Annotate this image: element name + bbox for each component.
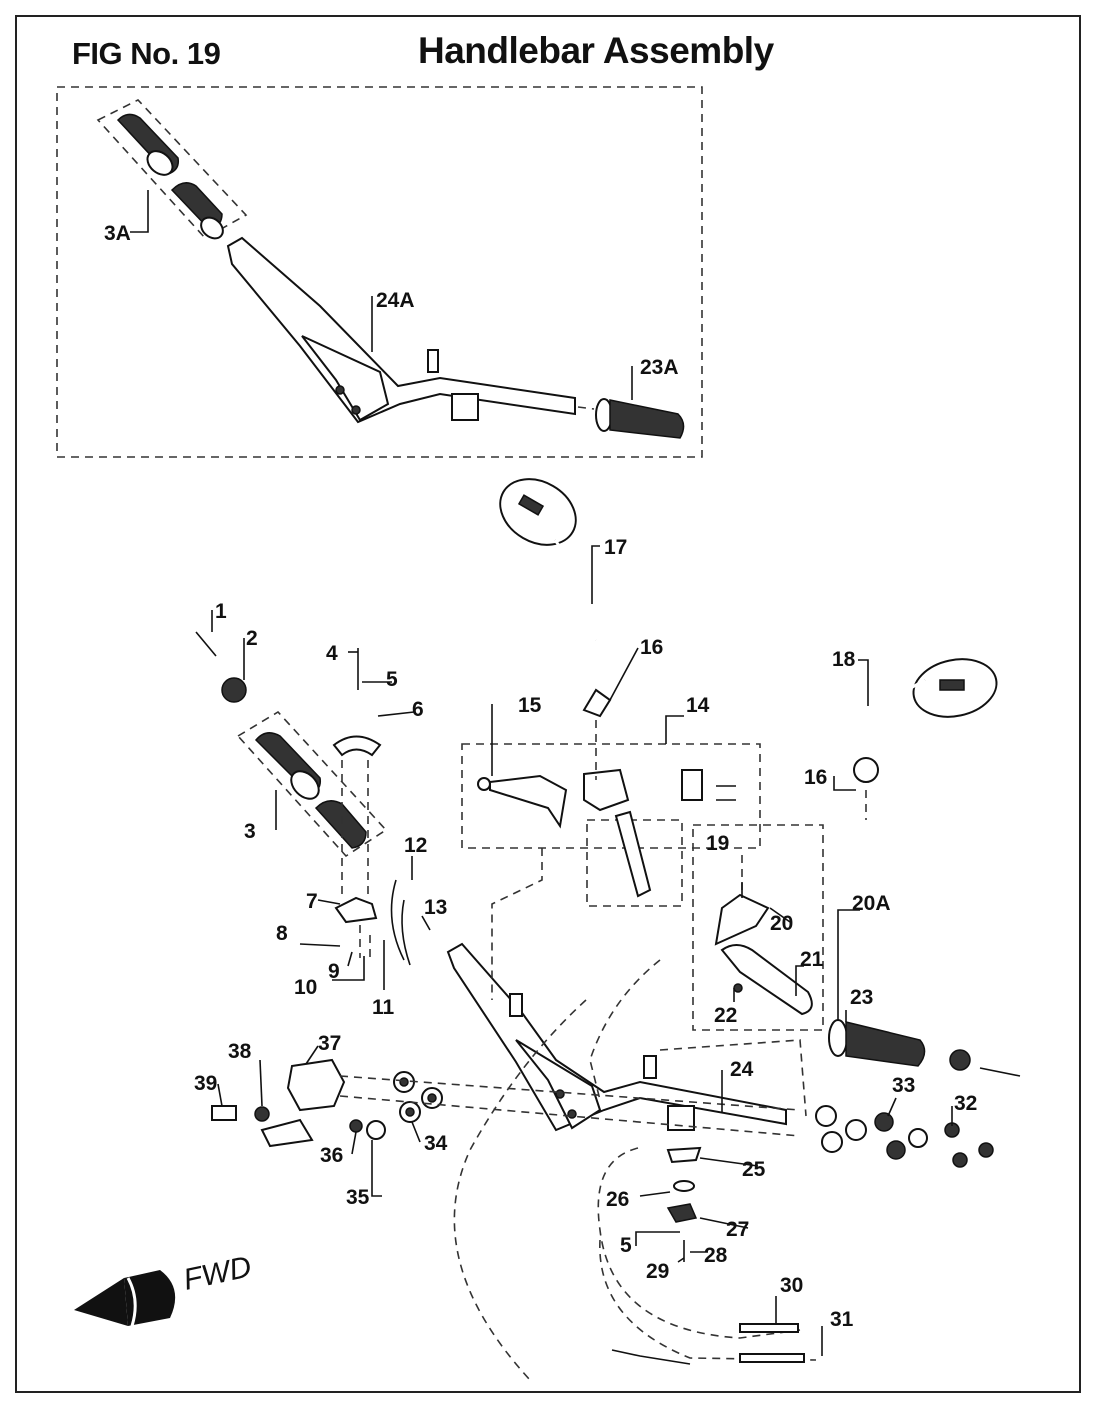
handlebar-24 (446, 942, 787, 1132)
figure-number: FIG No. 19 (72, 36, 221, 71)
label-31: 31 (830, 1308, 854, 1331)
label-11: 11 (372, 996, 395, 1019)
label-1: 1 (215, 600, 227, 623)
label-15: 15 (518, 694, 542, 717)
label-24A: 24A (376, 289, 415, 312)
label-2: 2 (246, 627, 258, 650)
label-10: 10 (294, 976, 317, 999)
label-7: 7 (306, 890, 318, 913)
label-33: 33 (892, 1074, 915, 1097)
label-35: 35 (346, 1186, 370, 1209)
throttle-cables-12-13 (390, 879, 411, 966)
label-8: 8 (276, 922, 288, 945)
label-12: 12 (404, 834, 427, 857)
bar-end-bolt-and-weight (195, 631, 247, 703)
brake-lever-15 (477, 774, 568, 829)
label-29: 29 (646, 1260, 669, 1283)
label-14: 14 (686, 694, 710, 717)
label-16-left: 16 (640, 636, 663, 659)
lever-bracket-set-20A (692, 824, 824, 1031)
label-3: 3 (244, 820, 256, 843)
label-39: 39 (194, 1072, 217, 1095)
page-title: Handlebar Assembly (418, 30, 774, 71)
label-3A: 3A (104, 222, 131, 245)
label-37: 37 (318, 1032, 341, 1055)
label-38: 38 (228, 1040, 252, 1063)
label-19: 19 (706, 832, 729, 855)
brake-master-cylinder-14 (461, 743, 761, 907)
label-23A: 23A (640, 356, 679, 379)
label-26: 26 (606, 1188, 629, 1211)
label-21: 21 (800, 948, 824, 971)
throttle-housing-7 (334, 896, 378, 960)
label-25: 25 (742, 1158, 766, 1181)
mirror-right-18 (864, 658, 998, 761)
part-number-labels: 3A 24A 23A 1 2 3 4 5 6 7 8 9 10 11 12 13… (104, 222, 977, 1331)
label-5-lower: 5 (620, 1234, 632, 1257)
diagram-frame (15, 15, 1081, 1393)
riser-bracket-37 (211, 1058, 346, 1148)
assembly-guide-lines (339, 720, 867, 1381)
clamp-6 (332, 648, 382, 757)
label-5-upper: 5 (386, 668, 398, 691)
inset-option-box (56, 86, 703, 458)
label-22: 22 (714, 1004, 737, 1027)
label-24: 24 (730, 1058, 754, 1081)
callout-leaders (130, 190, 953, 1356)
label-30: 30 (780, 1274, 803, 1297)
label-13: 13 (424, 896, 447, 919)
left-grip-set-3 (236, 710, 388, 858)
inset-grip-23A (595, 398, 685, 439)
label-20A: 20A (852, 892, 891, 915)
label-34: 34 (424, 1132, 448, 1155)
label-32: 32 (954, 1092, 977, 1115)
label-17: 17 (604, 536, 627, 559)
label-16-right: 16 (804, 766, 827, 789)
mirror-left-17 (499, 478, 598, 641)
label-18: 18 (832, 648, 856, 671)
fwd-label: FWD (181, 1250, 255, 1296)
cable-guide-25-29 (666, 1146, 702, 1262)
inset-handlebar-24A (226, 236, 595, 424)
control-cables-30-31 (597, 1147, 817, 1365)
label-4: 4 (326, 642, 338, 665)
forward-direction-arrow (74, 1270, 176, 1327)
label-28: 28 (704, 1244, 728, 1267)
label-6: 6 (412, 698, 424, 721)
inset-grip-set-3A (96, 99, 248, 240)
label-20: 20 (770, 912, 793, 935)
label-27: 27 (726, 1218, 749, 1241)
label-9: 9 (328, 960, 340, 983)
label-23: 23 (850, 986, 873, 1009)
mirror-nut-16 (582, 688, 879, 783)
label-36: 36 (320, 1144, 343, 1167)
right-grip-23 (828, 1019, 1021, 1077)
